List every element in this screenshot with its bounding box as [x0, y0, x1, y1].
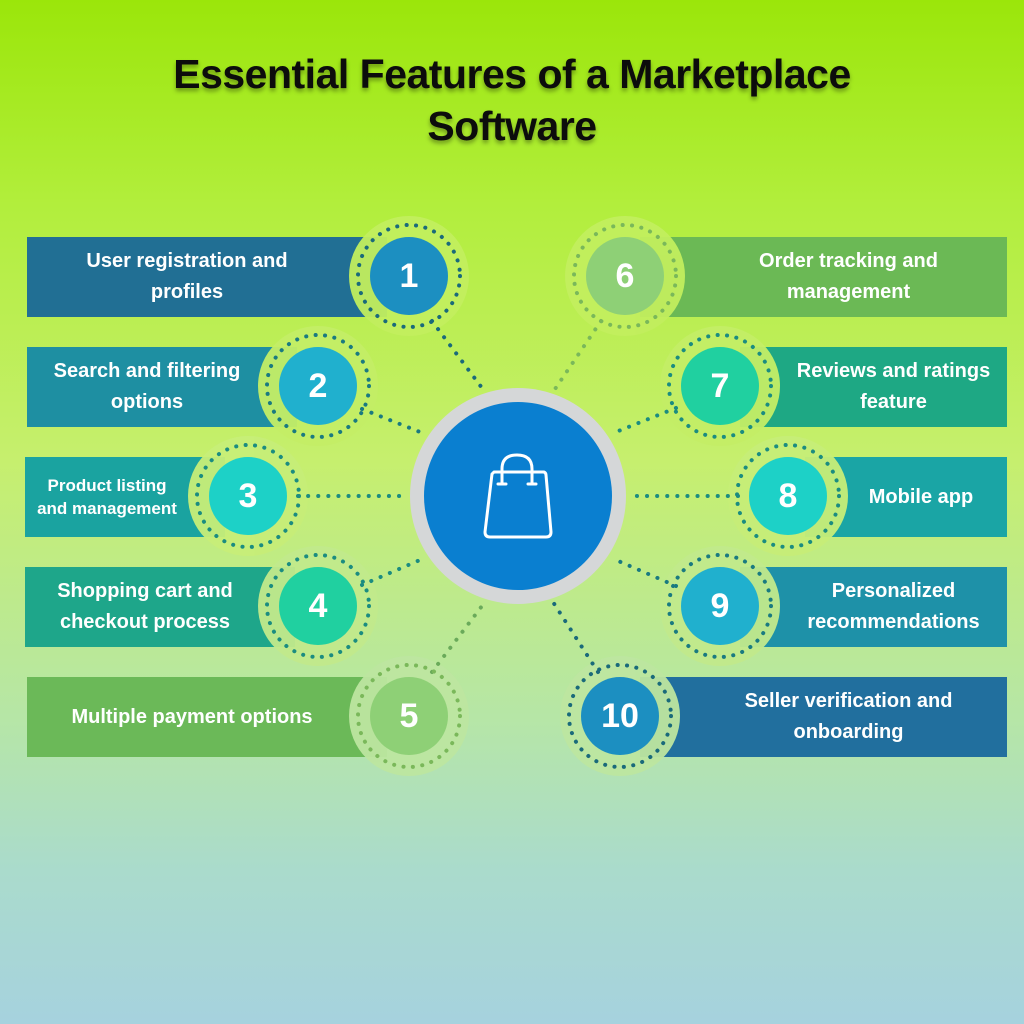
- page-title: Essential Features of a Marketplace Soft…: [0, 48, 1024, 152]
- feature-number-6: 6: [615, 256, 635, 295]
- feature-box-2: Search and filtering options: [27, 347, 297, 427]
- feature-label-3-line-1: Product listing: [47, 476, 167, 495]
- feature-label-10-line-2: onboarding: [793, 721, 904, 743]
- feature-box-5: Multiple payment options: [27, 677, 387, 757]
- feature-label-7-line-2: feature: [860, 391, 927, 413]
- feature-number-8: 8: [778, 476, 798, 515]
- feature-label-6-line-2: management: [786, 281, 911, 303]
- center-hub: [410, 388, 626, 604]
- feature-box-10: Seller verification and onboarding: [640, 677, 1007, 757]
- feature-box-4: Shopping cart and checkout process: [25, 567, 295, 647]
- feature-label-4-line-2: checkout process: [59, 611, 231, 633]
- feature-box-1: User registration and profiles: [27, 237, 387, 317]
- feature-label-2-line-1: Search and filtering: [53, 360, 241, 382]
- feature-label-6-line-1: Order tracking and: [759, 250, 938, 272]
- feature-number-3: 3: [238, 476, 258, 515]
- feature-label-1-line-1: User registration and: [86, 250, 288, 272]
- feature-label-10-line-1: Seller verification and: [744, 690, 953, 712]
- dotted-rings: [195, 223, 841, 769]
- feature-label-9-line-1: Personalized: [831, 580, 956, 602]
- feature-box-6: Order tracking and management: [640, 237, 1007, 317]
- feature-label-5-line-1: Multiple payment options: [71, 705, 313, 728]
- feature-number-5: 5: [399, 696, 419, 735]
- feature-number-4: 4: [308, 586, 328, 625]
- feature-number-1: 1: [399, 256, 419, 295]
- feature-number-7: 7: [710, 366, 730, 405]
- feature-box-7: Reviews and ratings feature: [740, 347, 1007, 427]
- feature-label-3-line-2: and management: [37, 499, 177, 518]
- title-line-2: Software: [427, 103, 597, 149]
- title-line-1: Essential Features of a Marketplace: [173, 51, 851, 97]
- feature-number-10: 10: [601, 696, 639, 735]
- feature-label-4-line-1: Shopping cart and: [57, 580, 233, 602]
- feature-box-9: Personalized recommendations: [740, 567, 1007, 647]
- feature-number-9: 9: [710, 586, 730, 625]
- feature-label-8-line-1: Mobile app: [868, 485, 974, 508]
- feature-label-2-line-2: options: [110, 391, 184, 413]
- number-circles: [209, 237, 827, 755]
- feature-label-9-line-2: recommendations: [807, 611, 980, 633]
- shopping-bag-icon: [483, 453, 553, 539]
- feature-label-1-line-2: profiles: [150, 281, 224, 303]
- connector-lines: [296, 319, 740, 674]
- feature-number-2: 2: [308, 366, 328, 405]
- feature-label-7-line-1: Reviews and ratings: [796, 360, 991, 382]
